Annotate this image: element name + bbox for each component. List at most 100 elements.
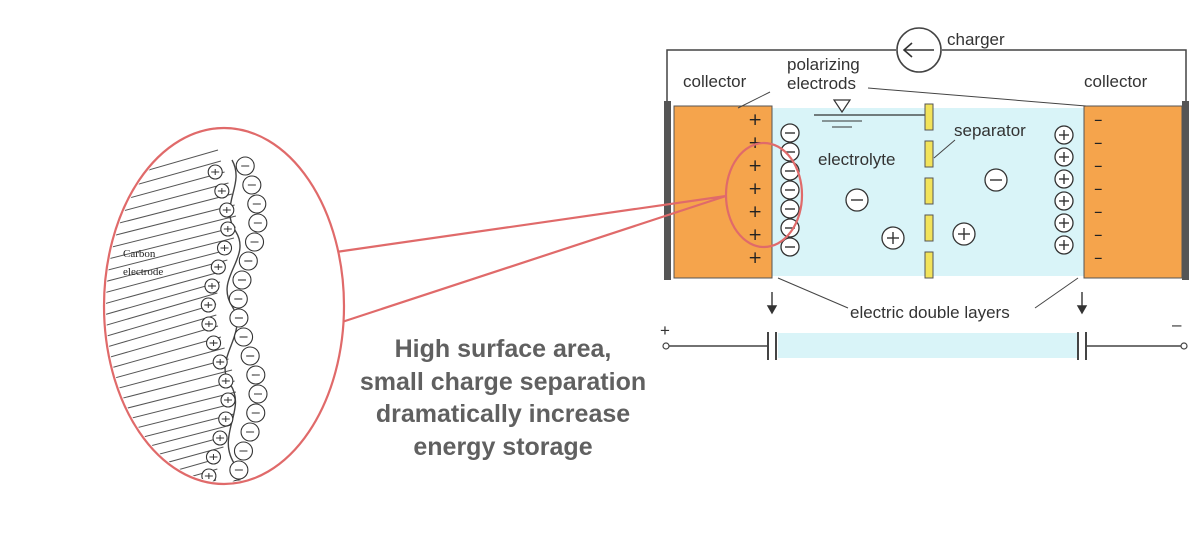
svg-text:–: – [1094,179,1103,199]
svg-text:+: + [748,202,762,222]
carbon-electrode-closeup [100,149,268,525]
closeup-anion [234,327,254,347]
carbon-fiber [106,479,217,482]
svg-text:–: – [1094,156,1103,176]
carbon-fiber [106,336,222,372]
carbon-fiber [106,237,235,273]
collector-label-left: collector [683,72,747,91]
svg-text:+: + [748,248,762,268]
carbon-label-2: electrode [123,266,163,278]
right-polarizing-electrode [1083,105,1183,279]
left-electrode-charges: + + + + + + + [748,110,762,268]
caption-line-1: High surface area, [395,335,612,363]
terminal-minus: – [1172,315,1182,334]
carbon-fiber [106,292,218,328]
closeup-anion [240,346,260,366]
double-layers-leader-left [777,277,849,309]
closeup-cation [205,449,222,465]
caption-line-3: dramatically increase [376,400,630,428]
collector-label-right: collector [1084,72,1148,91]
caption-line-2: small charge separation [360,368,646,396]
closeup-cation [220,221,236,237]
carbon-fiber [106,193,233,229]
svg-text:+: + [748,133,762,153]
svg-text:–: – [1094,202,1103,222]
right-electrode-charges: – – – – – – – [1094,110,1103,268]
down-arrows [766,292,1088,315]
carbon-fiber [100,491,216,525]
closeup-ions [200,156,268,502]
separator-leader [933,139,956,159]
polarizing-leader-left [737,91,771,109]
closeup-anion [244,232,265,252]
carbon-fiber [106,281,221,317]
closeup-anion [229,460,249,480]
carbon-label-1: Carbon [123,248,156,260]
closeup-cation [216,240,233,256]
carbon-fiber [106,248,232,284]
closeup-cation [210,259,226,275]
svg-text:–: – [1094,133,1103,153]
charger-arrow-head [902,42,913,58]
carbon-fiber [106,358,229,394]
zoom-ellipse [102,126,346,486]
carbon-fibers [100,149,237,525]
closeup-anion [248,384,268,404]
carbon-fiber [106,204,235,240]
closeup-cation [201,468,217,482]
closeup-cation [218,373,234,389]
closeup-cation [200,297,216,313]
closeup-anion [246,365,266,385]
caption: High surface area, small charge separati… [360,335,646,461]
closeup-cation [201,316,217,332]
liquid-level-marker [832,99,852,114]
closeup-cation [201,488,215,502]
closeup-cation [204,278,220,294]
svg-text:+: + [748,110,762,130]
closeup-cation [206,335,222,351]
terminal-plus: + [660,321,670,340]
charger-wire [666,49,896,101]
left-polarizing-electrode [673,105,773,279]
right-collector [1182,101,1189,280]
carbon-fiber [106,270,224,306]
carbon-fiber [106,314,217,350]
closeup-anion [242,175,262,195]
closeup-cation [212,430,228,446]
double-layers-label: electric double layers [850,303,1010,322]
closeup-anion [247,194,267,214]
closeup-cation [212,354,228,370]
polarizing-label-2: electrods [787,74,856,93]
carbon-fiber [106,215,237,251]
svg-text:+: + [748,225,762,245]
closeup-anion [233,441,254,461]
closeup-anion [228,479,248,482]
closeup-cation [214,183,230,199]
separator-label: separator [954,121,1026,140]
right-double-layer-cations [1054,125,1074,255]
closeup-anion [246,403,266,423]
electrolyte-strip [778,333,1078,358]
closeup-cation [207,164,223,180]
zoom-highlight-small [724,141,804,249]
svg-text:–: – [1094,248,1103,268]
charger-wire-right [942,49,1187,101]
carbon-fiber [106,303,217,339]
closeup-cation [219,202,235,218]
carbon-fiber [106,468,218,482]
svg-text:+: + [748,179,762,199]
charger-label: charger [947,30,1005,49]
carbon-fiber [106,325,219,361]
closeup-anion [240,422,260,442]
caption-line-4: energy storage [413,433,592,461]
separator [924,103,934,279]
closeup-cation [220,392,236,408]
carbon-fiber [106,347,225,383]
polarizing-label-1: polarizing [787,55,860,74]
closeup-anion [229,308,249,328]
capacitor-terminals [662,332,1188,360]
left-collector [664,101,671,280]
closeup-anion [238,251,258,271]
carbon-fiber [106,226,236,262]
